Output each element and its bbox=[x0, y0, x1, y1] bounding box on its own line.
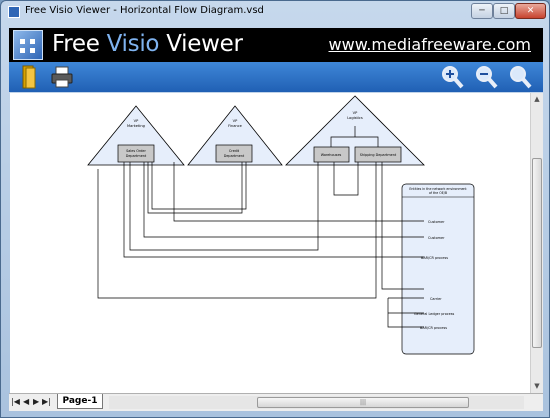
page-bar: |◀ ◀ ▶ ▶| Page-1 ||| bbox=[9, 393, 543, 411]
maximize-button[interactable]: □ bbox=[493, 3, 515, 19]
barcr-connector-2 bbox=[387, 298, 424, 328]
open-folder-icon[interactable] bbox=[17, 64, 43, 90]
flow-diagram: VP Marketing VP Finance VP Logistics Sal… bbox=[87, 95, 475, 355]
vp-marketing-triangle bbox=[87, 105, 185, 166]
shipping-label: Shipping Department bbox=[360, 153, 397, 157]
website-link[interactable]: www.mediafreeware.com bbox=[328, 35, 531, 54]
customer-connector-2 bbox=[143, 162, 424, 238]
vp-finance-line2: Finance bbox=[228, 124, 243, 128]
zoom-out-icon[interactable] bbox=[473, 64, 499, 90]
shipping-return-connector bbox=[97, 162, 377, 299]
entities-title-line1: Entities in the network environment bbox=[409, 187, 467, 191]
app-banner: Free Visio Viewer www.mediafreeware.com bbox=[9, 28, 543, 62]
logo-word-free: Free bbox=[52, 31, 100, 57]
entity-customer-2: Customer bbox=[428, 236, 445, 240]
vp-finance-triangle bbox=[187, 105, 283, 166]
entities-panel bbox=[401, 183, 475, 355]
sales-credit-connector-2 bbox=[147, 162, 243, 214]
sales-order-box bbox=[117, 144, 155, 163]
entity-barcr-2: BAR/CR process bbox=[420, 326, 447, 330]
toolbar bbox=[9, 62, 543, 92]
prev-page-button[interactable]: ◀ bbox=[23, 397, 30, 406]
entity-general-ledger: General Ledger process bbox=[414, 312, 454, 316]
visio-logo-icon bbox=[13, 30, 43, 60]
vertical-scrollbar[interactable]: ▲ ▼ bbox=[530, 93, 543, 393]
print-icon[interactable] bbox=[49, 64, 75, 90]
scroll-up-arrow[interactable]: ▲ bbox=[534, 95, 540, 103]
zoom-icon[interactable] bbox=[507, 64, 533, 90]
logo-word-visio: Visio bbox=[106, 31, 160, 57]
sales-order-line1: Sales Order bbox=[126, 149, 146, 153]
window-title: Free Visio Viewer - Horizontal Flow Diag… bbox=[25, 5, 264, 16]
vp-marketing-line1: VP bbox=[134, 119, 139, 123]
vp-logistics-line1: VP bbox=[353, 111, 358, 115]
credit-line2: Department bbox=[224, 154, 245, 158]
entity-customer-1: Customer bbox=[428, 220, 445, 224]
page-tab[interactable]: Page-1 bbox=[57, 394, 103, 409]
credit-return-connector bbox=[129, 162, 319, 251]
sales-credit-connector bbox=[151, 162, 247, 210]
next-page-button[interactable]: ▶ bbox=[33, 397, 40, 406]
barcr-connector bbox=[123, 162, 424, 258]
horizontal-scrollbar[interactable]: ||| bbox=[109, 396, 524, 409]
shipping-entity-connector bbox=[381, 162, 424, 290]
title-bar[interactable]: Free Visio Viewer - Horizontal Flow Diag… bbox=[1, 1, 549, 23]
scroll-down-arrow[interactable]: ▼ bbox=[534, 382, 540, 390]
last-page-button[interactable]: ▶| bbox=[42, 397, 51, 406]
app-logo-text: Free Visio Viewer bbox=[52, 31, 243, 57]
vp-marketing-line2: Marketing bbox=[127, 124, 145, 128]
diagram-canvas[interactable]: VP Marketing VP Finance VP Logistics Sal… bbox=[10, 93, 530, 393]
customer-connector-1 bbox=[173, 162, 424, 222]
logo-word-viewer: Viewer bbox=[166, 31, 243, 57]
vertical-scroll-thumb[interactable] bbox=[532, 158, 542, 348]
entity-carrier: Carrier bbox=[430, 297, 442, 301]
warehouse-shipping-loop bbox=[333, 162, 359, 196]
close-button[interactable]: ✕ bbox=[515, 3, 546, 19]
zoom-in-icon[interactable] bbox=[439, 64, 465, 90]
logistics-bracket bbox=[330, 136, 379, 147]
horizontal-scroll-thumb[interactable]: ||| bbox=[257, 397, 469, 408]
credit-box bbox=[215, 144, 253, 163]
entity-barcr-1: BAR/CR process bbox=[421, 256, 448, 260]
sales-order-line2: Department bbox=[126, 154, 147, 158]
vp-finance-line1: VP bbox=[233, 119, 238, 123]
app-icon bbox=[8, 6, 20, 18]
warehouse-box bbox=[313, 146, 350, 163]
vp-logistics-line2: Logistics bbox=[347, 116, 363, 120]
entities-title-line2: of the OE/B bbox=[429, 191, 447, 195]
first-page-button[interactable]: |◀ bbox=[11, 397, 20, 406]
warehouse-label: Warehouses bbox=[321, 153, 342, 157]
credit-line1: Credit bbox=[229, 149, 240, 153]
minimize-button[interactable]: ─ bbox=[471, 3, 493, 19]
